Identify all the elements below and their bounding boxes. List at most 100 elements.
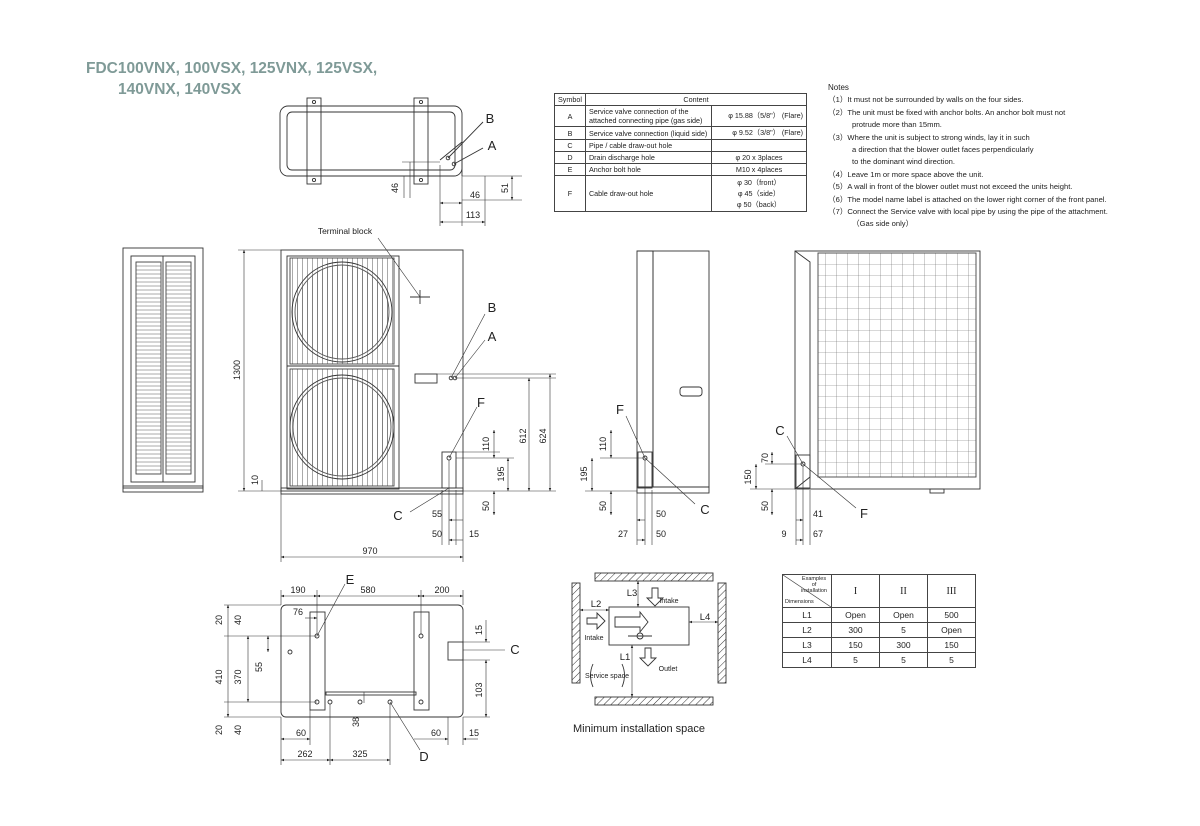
- note-text: Connect the Service valve with local pip…: [847, 207, 1108, 217]
- label-e: E: [346, 572, 355, 587]
- dim-text: 38: [351, 717, 361, 727]
- install-row-label: L4: [782, 652, 832, 668]
- content-cell: Service valve connection of the attached…: [584, 105, 713, 127]
- valve-a-mark: [451, 161, 457, 167]
- install-row-l4: L4 5 5 5: [782, 652, 976, 668]
- dim-text: 55: [432, 509, 442, 519]
- leader-c: [409, 487, 450, 513]
- model-title-line1: FDC100VNX, 100VSX, 125VNX, 125VSX,: [86, 60, 378, 77]
- leader-a: [453, 147, 484, 165]
- dim-text: 15: [469, 529, 479, 539]
- wall-left: [571, 582, 581, 684]
- valve-b-mark: [448, 375, 454, 381]
- intake-top-arrow-icon: [645, 587, 665, 607]
- anchor-hole: [418, 699, 424, 705]
- dim-text: 76: [293, 607, 303, 617]
- front-panel: [286, 255, 400, 490]
- fan-lower-inner: [292, 377, 392, 477]
- dim-text: 190: [290, 585, 305, 595]
- symbol-row-a: A Service valve connection of the attach…: [554, 105, 807, 127]
- note-text: It must not be surrounded by walls on th…: [847, 95, 1024, 105]
- note-text: Leave 1m or more space above the unit.: [847, 169, 984, 179]
- corner-diagonal: [783, 575, 831, 607]
- label-c: C: [510, 642, 519, 657]
- back-edge: [794, 250, 811, 490]
- value-line: φ 45（side）: [737, 189, 781, 198]
- base-c-outlet: [447, 641, 464, 661]
- front-view: [238, 237, 556, 562]
- leader-f: [448, 406, 478, 459]
- top-rail-left: [306, 97, 322, 185]
- dim-text: 20: [214, 725, 224, 735]
- dim-text: 50: [432, 529, 442, 539]
- dim-text: 50: [656, 529, 666, 539]
- note-number: （2）: [828, 107, 848, 117]
- back-coil-mesh: [817, 252, 977, 478]
- label-a: A: [488, 329, 497, 344]
- note-number: （7）: [828, 207, 848, 217]
- dim-text: 15: [474, 625, 484, 635]
- fan-upper: [291, 261, 393, 363]
- value-line: φ 50（back）: [736, 200, 782, 209]
- side-handle: [679, 386, 703, 397]
- corner-bottom-label: Dimensions: [785, 599, 814, 605]
- note-continuation: protrude more than 15mm.: [852, 120, 942, 130]
- dim-text: 27: [618, 529, 628, 539]
- content-cell: Cable draw-out hole: [584, 175, 713, 212]
- dim-text: 46: [390, 183, 400, 193]
- model-title: FDC100VNX, 100VSX, 125VNX, 125VSX, 140VN…: [86, 58, 377, 100]
- install-col-header: II: [879, 574, 928, 608]
- left-side-view: [122, 247, 204, 493]
- leader-c: [786, 435, 804, 465]
- top-view-inner: [286, 111, 456, 171]
- service-bracket-left: [590, 663, 594, 688]
- symbol-row-c: C Pipe / cable draw-out hole: [554, 139, 807, 152]
- dim-text: 110: [598, 437, 608, 451]
- label-l4: L4: [700, 612, 711, 623]
- dim-text: 195: [579, 466, 589, 481]
- install-cell: 5: [927, 652, 976, 668]
- dim-text: 20: [214, 615, 224, 625]
- note-item: （4）Leave 1m or more space above the unit…: [828, 169, 1158, 181]
- dim-text: 113: [466, 210, 480, 220]
- symbol-table: Symbol Content A Service valve connectio…: [554, 93, 808, 212]
- symbol-table-header: Symbol Content: [554, 93, 808, 106]
- dim-text: 40: [233, 725, 243, 735]
- leader-b: [447, 121, 484, 159]
- leader-c: [644, 457, 696, 505]
- note-item: （5）A wall in front of the blower outlet …: [828, 181, 1158, 193]
- top-bolt: [311, 177, 317, 183]
- label-intake-side: Intake: [584, 635, 603, 642]
- dim-text: 50: [481, 501, 491, 511]
- model-title-line2: 140VNX, 140VSX: [118, 81, 242, 98]
- note-text: The model name label is attached on the …: [847, 194, 1107, 204]
- dim-text: 150: [743, 469, 753, 484]
- wall-right: [717, 582, 727, 684]
- label-c: C: [700, 502, 709, 517]
- min-space-caption: Minimum installation space: [573, 723, 705, 735]
- top-bolt: [418, 177, 424, 183]
- base-hole: [287, 649, 293, 655]
- note-continuation: a direction that the blower outlet faces…: [852, 145, 1034, 155]
- note-number: （6）: [828, 194, 848, 204]
- dim-text: 262: [297, 749, 312, 759]
- label-b: B: [488, 300, 497, 315]
- min-install-space: [571, 572, 727, 706]
- dim-text: 40: [233, 615, 243, 625]
- note-number: （5）: [828, 182, 848, 192]
- label-c: C: [393, 508, 402, 523]
- notes-title: Notes: [828, 83, 849, 92]
- right-side-outline: [652, 250, 710, 488]
- note-text: The unit must be fixed with anchor bolts…: [847, 107, 1066, 117]
- label-b: B: [486, 111, 495, 126]
- label-f: F: [616, 402, 624, 417]
- leader-e: [316, 583, 346, 637]
- value-line: φ 30（front）: [737, 178, 781, 187]
- value-cell: φ 15.88（5/8"） (Flare): [711, 105, 807, 127]
- dim-text: 9: [781, 529, 786, 539]
- front-outline: [280, 249, 464, 492]
- left-grille-b: [165, 261, 192, 475]
- back-outline: [794, 250, 981, 490]
- leader-a: [454, 339, 486, 379]
- install-row-l3: L3 150 300 150: [782, 637, 976, 653]
